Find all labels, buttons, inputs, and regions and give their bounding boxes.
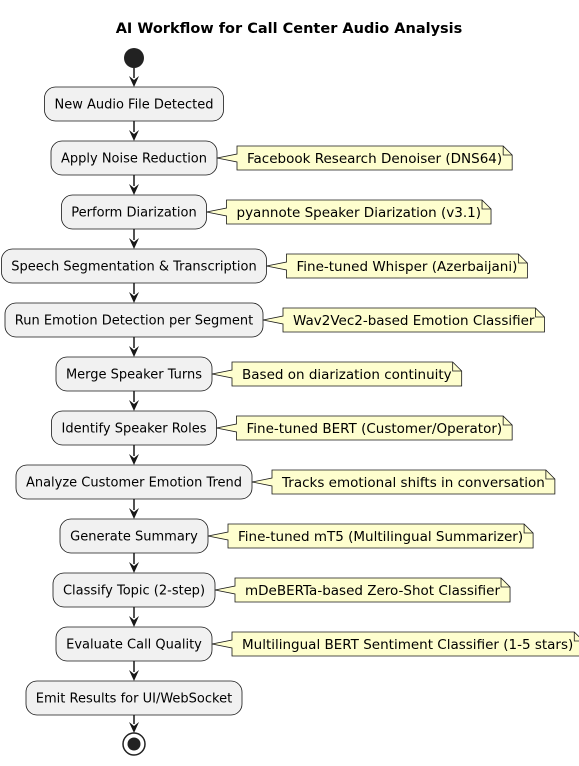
workflow-step: Identify Speaker Roles xyxy=(51,410,217,446)
flow-arrow xyxy=(129,553,139,573)
flow-arrow xyxy=(129,499,139,519)
workflow-step: Evaluate Call Quality xyxy=(55,626,213,662)
note-label: Multilingual BERT Sentiment Classifier (… xyxy=(242,637,573,653)
flow-arrow xyxy=(129,121,139,141)
step-label: Analyze Customer Emotion Trend xyxy=(26,476,242,491)
workflow-step: Speech Segmentation & Transcription xyxy=(1,248,267,284)
step-note: pyannote Speaker Diarization (v3.1) xyxy=(206,199,492,225)
workflow-step: Perform Diarization xyxy=(61,194,207,230)
workflow-step: Run Emotion Detection per Segment xyxy=(4,302,264,338)
step-label: New Audio File Detected xyxy=(54,98,213,113)
note-label: Fine-tuned BERT (Customer/Operator) xyxy=(247,421,503,437)
step-label: Evaluate Call Quality xyxy=(66,638,202,653)
note-label: Fine-tuned mT5 (Multilingual Summarizer) xyxy=(238,529,523,545)
step-note: Based on diarization continuity xyxy=(211,361,463,387)
flow-arrow xyxy=(129,391,139,411)
step-label: Identify Speaker Roles xyxy=(62,422,207,437)
workflow-step: Apply Noise Reduction xyxy=(50,140,218,176)
flow-arrow xyxy=(129,229,139,249)
note-label: mDeBERTa-based Zero-Shot Classifier xyxy=(245,583,500,599)
workflow-step: Generate Summary xyxy=(59,518,209,554)
step-label: Emit Results for UI/WebSocket xyxy=(36,692,232,707)
step-label: Speech Segmentation & Transcription xyxy=(11,260,256,275)
flow-arrow xyxy=(129,337,139,357)
note-label: Fine-tuned Whisper (Azerbaijani) xyxy=(297,259,518,275)
step-note: Facebook Research Denoiser (DNS64) xyxy=(216,145,513,171)
end-node xyxy=(122,732,146,756)
step-label: Classify Topic (2-step) xyxy=(63,584,205,599)
flow-arrow xyxy=(129,607,139,627)
flow-arrow xyxy=(129,661,139,681)
flow-arrow xyxy=(129,283,139,303)
step-label: Merge Speaker Turns xyxy=(66,368,202,383)
step-label: Apply Noise Reduction xyxy=(61,152,207,167)
step-note: Multilingual BERT Sentiment Classifier (… xyxy=(211,631,579,657)
flow-arrow xyxy=(129,715,139,733)
start-node xyxy=(124,48,144,68)
step-label: Generate Summary xyxy=(70,530,198,545)
workflow-step: New Audio File Detected xyxy=(44,86,224,122)
flow-arrow xyxy=(129,68,139,87)
step-note: Fine-tuned BERT (Customer/Operator) xyxy=(216,415,513,441)
note-label: Facebook Research Denoiser (DNS64) xyxy=(247,151,502,167)
step-note: Wav2Vec2-based Emotion Classifier xyxy=(262,307,545,333)
workflow-step: Emit Results for UI/WebSocket xyxy=(25,680,243,716)
step-note: Tracks emotional shifts in conversation xyxy=(251,469,556,495)
note-label: pyannote Speaker Diarization (v3.1) xyxy=(237,205,482,221)
flow-arrow xyxy=(129,445,139,465)
step-label: Perform Diarization xyxy=(71,206,196,221)
step-note: Fine-tuned Whisper (Azerbaijani) xyxy=(266,253,528,279)
workflow-step: Merge Speaker Turns xyxy=(55,356,213,392)
note-label: Based on diarization continuity xyxy=(242,367,452,383)
note-label: Wav2Vec2-based Emotion Classifier xyxy=(293,313,535,329)
step-label: Run Emotion Detection per Segment xyxy=(15,314,253,329)
note-label: Tracks emotional shifts in conversation xyxy=(281,475,545,491)
workflow-step: Analyze Customer Emotion Trend xyxy=(15,464,253,500)
diagram-title: AI Workflow for Call Center Audio Analys… xyxy=(116,21,463,37)
step-note: Fine-tuned mT5 (Multilingual Summarizer) xyxy=(207,523,534,549)
workflow-step: Classify Topic (2-step) xyxy=(52,572,216,608)
flow-arrow xyxy=(129,175,139,195)
step-note: mDeBERTa-based Zero-Shot Classifier xyxy=(214,577,511,603)
